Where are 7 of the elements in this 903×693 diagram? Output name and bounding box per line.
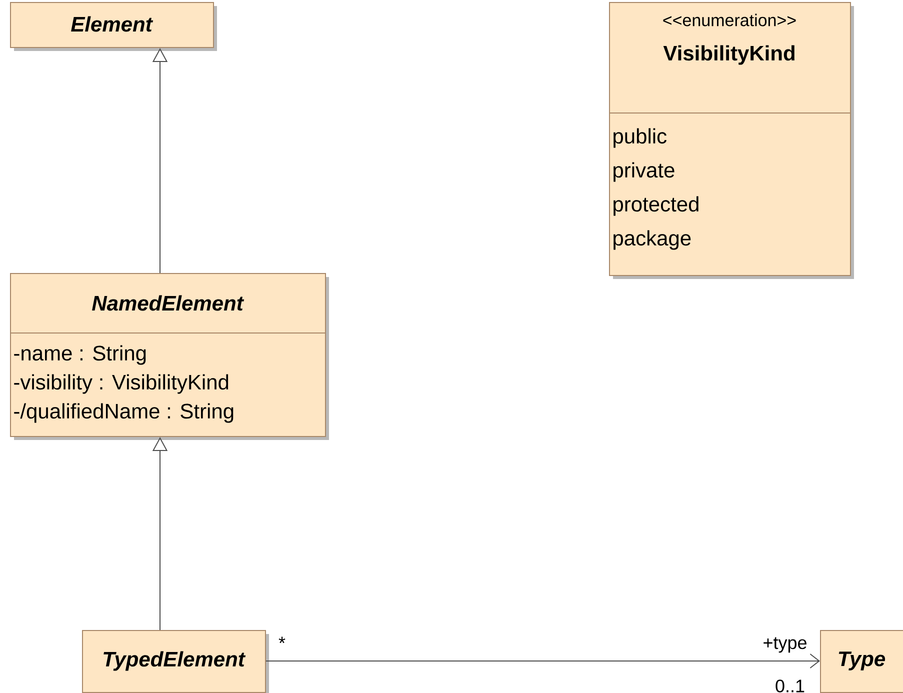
class-box: Type <box>820 630 903 693</box>
class-box: TypedElement <box>82 630 269 693</box>
class-box: Element <box>10 2 217 51</box>
association-arrow <box>266 654 820 668</box>
class-box: <<enumeration>> VisibilityKind public private protected package <box>608 2 854 279</box>
class-box: NamedElement -name : String -visibility : VisibilityKind -/qualifiedName : String <box>10 273 329 440</box>
role-label: +type <box>762 636 808 654</box>
